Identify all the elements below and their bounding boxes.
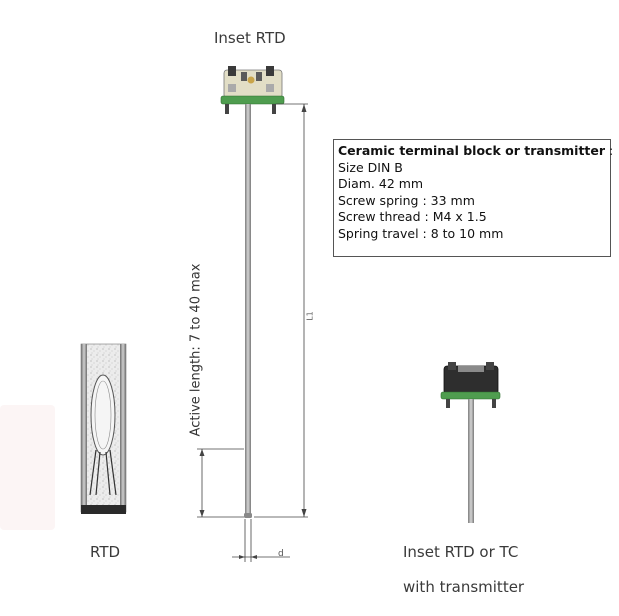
spec-line-diam: Diam. 42 mm — [338, 176, 424, 191]
spec-box: Ceramic terminal block or transmitter : … — [333, 139, 614, 257]
spec-box-title-suffix: : — [605, 143, 614, 158]
sheath-stem — [245, 104, 251, 517]
ceramic-terminal-head — [220, 66, 285, 114]
caption-with-transmitter: with transmitter — [403, 578, 525, 596]
caption-rtd: RTD — [90, 543, 121, 561]
spec-line-spring-travel: Spring travel : 8 to 10 mm — [338, 225, 504, 241]
spec-box-title: Ceramic terminal block or transmitter — [338, 143, 606, 158]
spec-line-screw-spring: Screw spring : 33 mm — [338, 192, 475, 208]
spec-line-size: Size DIN B — [338, 159, 403, 175]
spec-line-screw-thread: Screw thread : M4 x 1.5 — [338, 209, 487, 224]
dimension-lines — [197, 103, 308, 562]
inset-with-transmitter-assembly — [440, 362, 501, 523]
inset-rtd-assembly — [220, 66, 285, 518]
d-dimension-label: d — [278, 549, 284, 559]
background-ghost-panel — [0, 405, 55, 530]
rtd-cutaway — [80, 343, 127, 514]
caption-inset-rtd: Inset RTD — [214, 29, 286, 47]
caption-inset-rtd-or-tc: Inset RTD or TC — [403, 543, 519, 561]
